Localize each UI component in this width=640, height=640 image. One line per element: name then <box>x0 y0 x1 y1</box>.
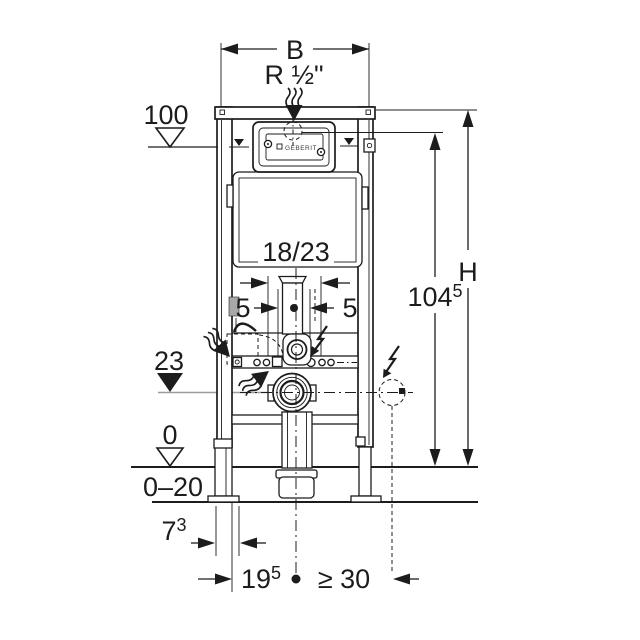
dim-104-main: 104 <box>407 282 452 312</box>
top-rail-screw-right <box>365 109 371 115</box>
right-leg-clamp <box>355 436 366 447</box>
access-panel-inner <box>258 127 330 167</box>
frame-left-upright <box>216 106 233 448</box>
level-markers: 100 23 0 0–20 <box>143 100 218 502</box>
dim-195-main: 19 <box>241 564 271 594</box>
rail-nut-mid <box>271 356 283 368</box>
dim-73-arrow-left-icon <box>198 537 215 549</box>
dim-r-half-label: R ½" <box>264 60 323 90</box>
dimension-width: B R ½" <box>220 35 370 122</box>
panel-mark-left-icon <box>234 139 244 146</box>
panel-screw-right-dot <box>320 151 322 153</box>
row1-arrow-right-icon <box>321 277 338 289</box>
flush-pipe-zone: 5 5 <box>200 275 359 399</box>
floor-range-label: 0–20 <box>143 472 203 502</box>
level-100-label: 100 <box>143 100 188 130</box>
label-backing <box>258 239 334 264</box>
dim-ge30-label: ≥ 30 <box>318 564 370 594</box>
rail-hole-2 <box>262 358 271 367</box>
lightning-bolt-icon <box>313 325 328 352</box>
lightning-arrow-right-icon <box>383 368 392 378</box>
cistern-tab-right <box>361 186 369 210</box>
outlet-pipe <box>281 411 313 469</box>
panel-mark-right-icon <box>344 138 354 145</box>
left-leg-clamp <box>213 438 233 449</box>
rail-hole-4 <box>318 358 326 367</box>
level-23-label: 23 <box>154 346 184 376</box>
concealed-cistern: 18/23 GEBERIT <box>226 117 443 268</box>
row2-arrow-right-icon <box>310 302 327 314</box>
arrow-left-icon <box>221 43 238 55</box>
dim-73-main: 7 <box>161 516 176 546</box>
center-dot <box>290 304 298 312</box>
flush-bend-inner <box>290 343 304 356</box>
s104-arrow-down-icon <box>429 449 441 466</box>
dim-195-sup: 5 <box>271 563 281 583</box>
lightning-bolt-right-icon <box>385 345 400 373</box>
h-arrow-down-icon <box>462 449 474 466</box>
frame-fixing-dot <box>366 142 373 149</box>
level-0-triangle-icon <box>155 447 185 468</box>
left-leg <box>214 446 233 497</box>
right-leg <box>358 446 372 497</box>
dim-73-arrow-right-icon <box>240 537 257 549</box>
dim-5-left-label: 5 <box>235 293 250 323</box>
s104-arrow-up-icon <box>429 133 441 150</box>
frame-fixing-box <box>363 138 376 153</box>
frame-right-upright <box>357 106 374 448</box>
h-arrow-up-icon <box>462 110 474 127</box>
flush-bend-fitting <box>282 333 312 366</box>
supply-clip <box>228 296 240 317</box>
level-100-triangle-icon <box>154 127 186 149</box>
cistern-depth-label: 18/23 <box>262 237 330 267</box>
level-23-triangle-icon <box>157 373 183 392</box>
brand-label: GEBERIT <box>285 145 317 152</box>
flush-pipe-flare <box>277 275 308 284</box>
electrical-connection <box>378 345 406 573</box>
bottom-dimensions: 73 195 ≥ 30 <box>161 503 419 594</box>
dim-195-label: 195 <box>241 563 281 594</box>
frame-legs <box>207 436 382 503</box>
cistern-tab-left <box>226 184 234 208</box>
dim-b-label: B <box>286 35 304 65</box>
dim-h-label: H <box>458 257 478 287</box>
brand-logo-square <box>276 143 283 150</box>
dim-5-right-label: 5 <box>342 293 357 323</box>
dimension-heights: H 1045 <box>376 109 478 466</box>
plug-contact <box>399 388 405 394</box>
right-foot <box>350 495 382 503</box>
level-0-label: 0 <box>162 420 177 450</box>
left-foot <box>207 495 240 503</box>
rail-hole-5 <box>327 358 335 367</box>
dim-195-arrow-left-icon <box>215 573 232 585</box>
lightning-arrow-icon <box>310 346 320 357</box>
rail-hole-1 <box>253 358 261 367</box>
dim-73-label: 73 <box>161 515 186 546</box>
dim-104-sup: 5 <box>453 281 463 301</box>
top-rail-screw-left <box>219 109 225 115</box>
rail-nut-left <box>232 356 243 368</box>
dim-73-sup: 3 <box>177 515 187 535</box>
panel-screw-left-dot <box>267 143 269 145</box>
arrow-right-icon <box>352 43 369 55</box>
axis-dot <box>291 574 301 584</box>
row2-arrow-left-icon <box>261 302 278 314</box>
dim-ge30-arrow-icon <box>393 573 410 585</box>
outlet-pipe-assembly <box>275 411 318 499</box>
flush-bend-clip <box>232 322 257 333</box>
rail-nut-left-hole <box>234 359 240 365</box>
dim-104-label: 1045 <box>407 281 462 312</box>
flush-bend-ring <box>286 339 308 360</box>
row1-arrow-left-icon <box>251 277 268 289</box>
